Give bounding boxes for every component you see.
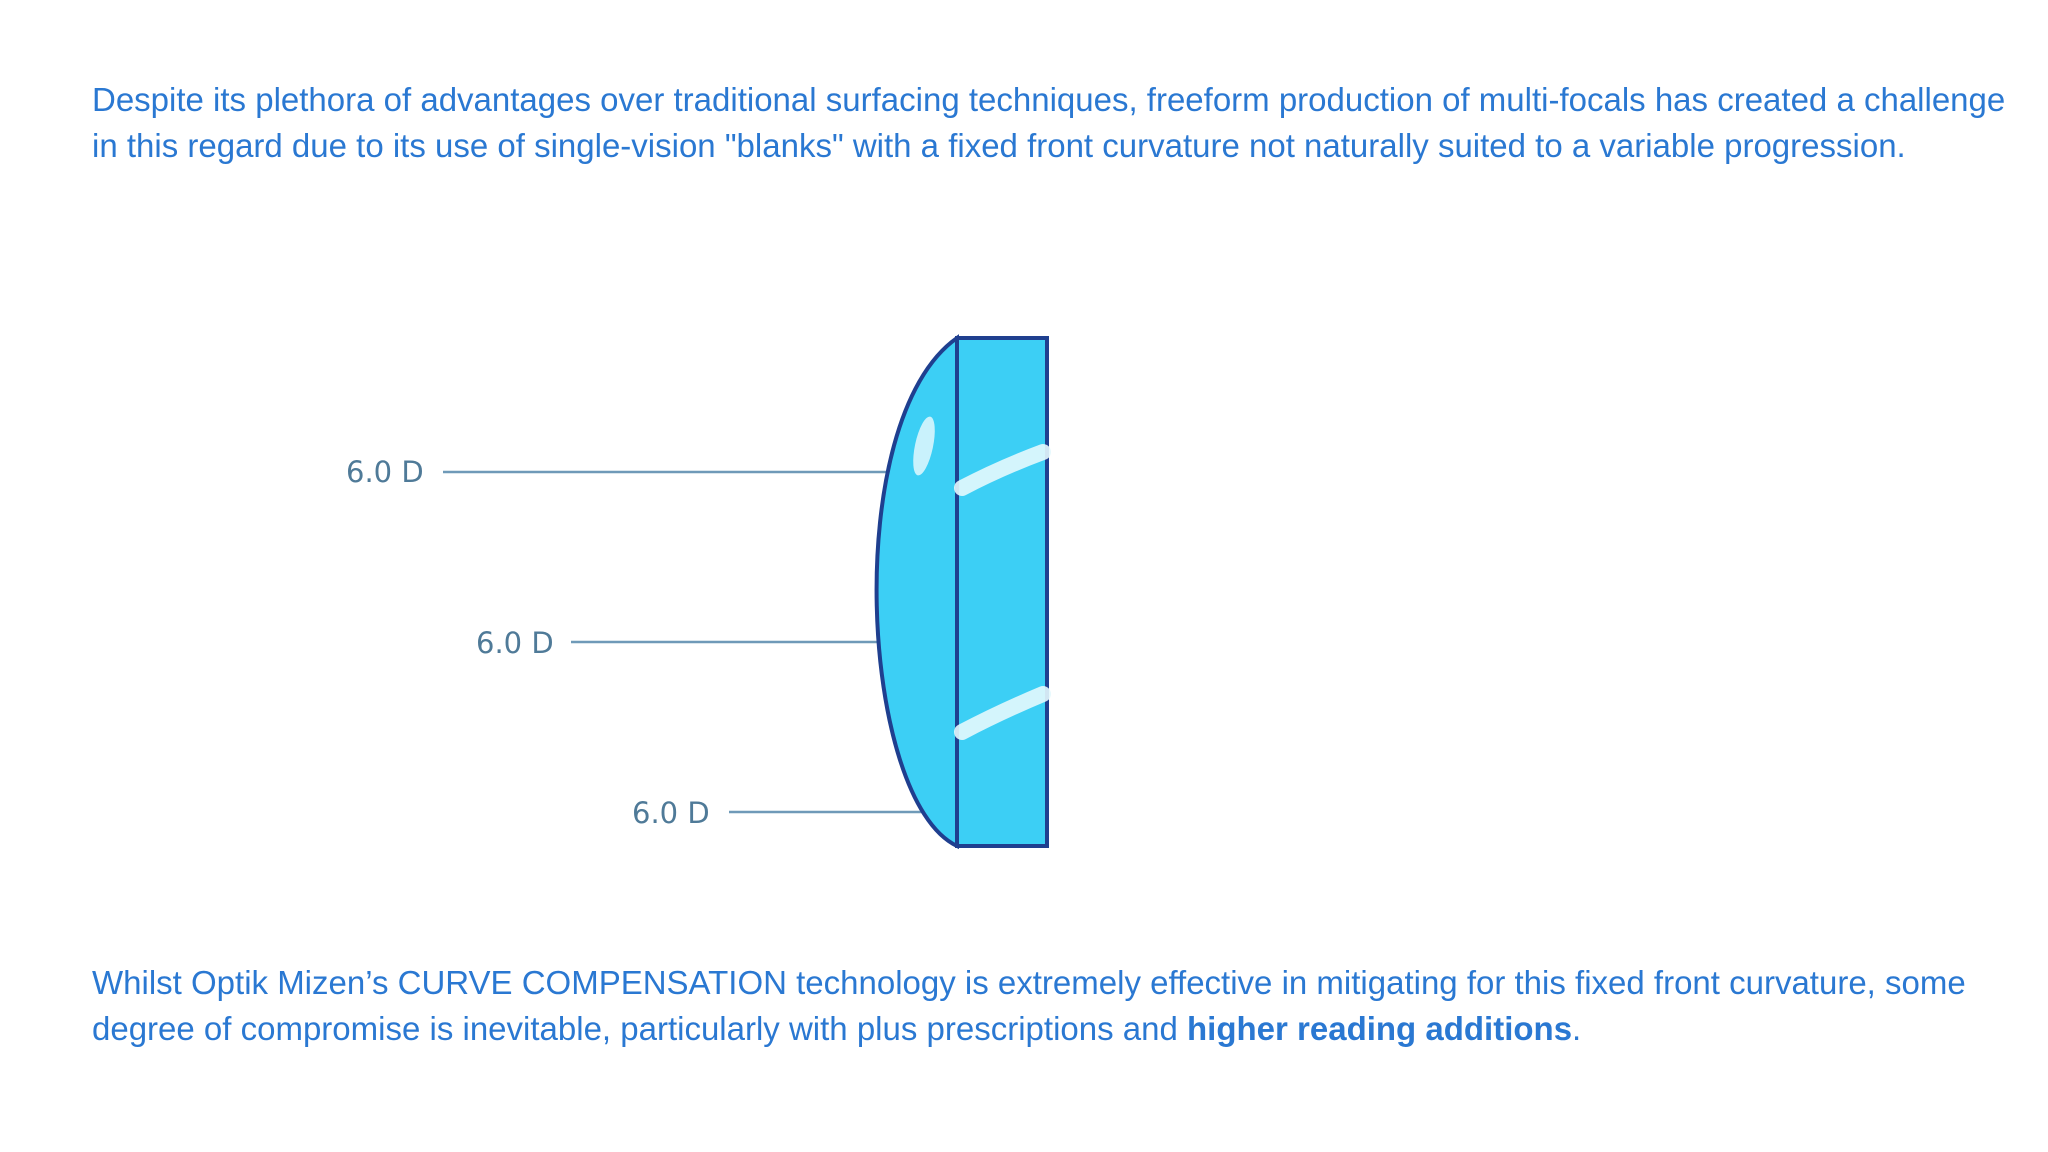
label-top: 6.0 D xyxy=(346,455,424,489)
lens-highlight-upper xyxy=(954,444,1051,496)
outro-emphasis: higher reading additions xyxy=(1187,1010,1573,1047)
lens-front-curve xyxy=(874,334,959,850)
label-middle: 6.0 D xyxy=(476,626,554,660)
lens-back-block xyxy=(955,336,1049,848)
label-bottom: 6.0 D xyxy=(632,796,710,830)
intro-paragraph: Despite its plethora of advantages over … xyxy=(92,81,2006,164)
lens-highlight-lower xyxy=(954,686,1051,740)
outro-paragraph: Whilst Optik Mizen’s CURVE COMPENSATION … xyxy=(92,960,2032,1052)
lens-highlight-front xyxy=(913,416,935,476)
outro-text: Whilst Optik Mizen’s CURVE COMPENSATION … xyxy=(92,964,1966,1047)
outro-suffix: . xyxy=(1572,1010,1582,1047)
